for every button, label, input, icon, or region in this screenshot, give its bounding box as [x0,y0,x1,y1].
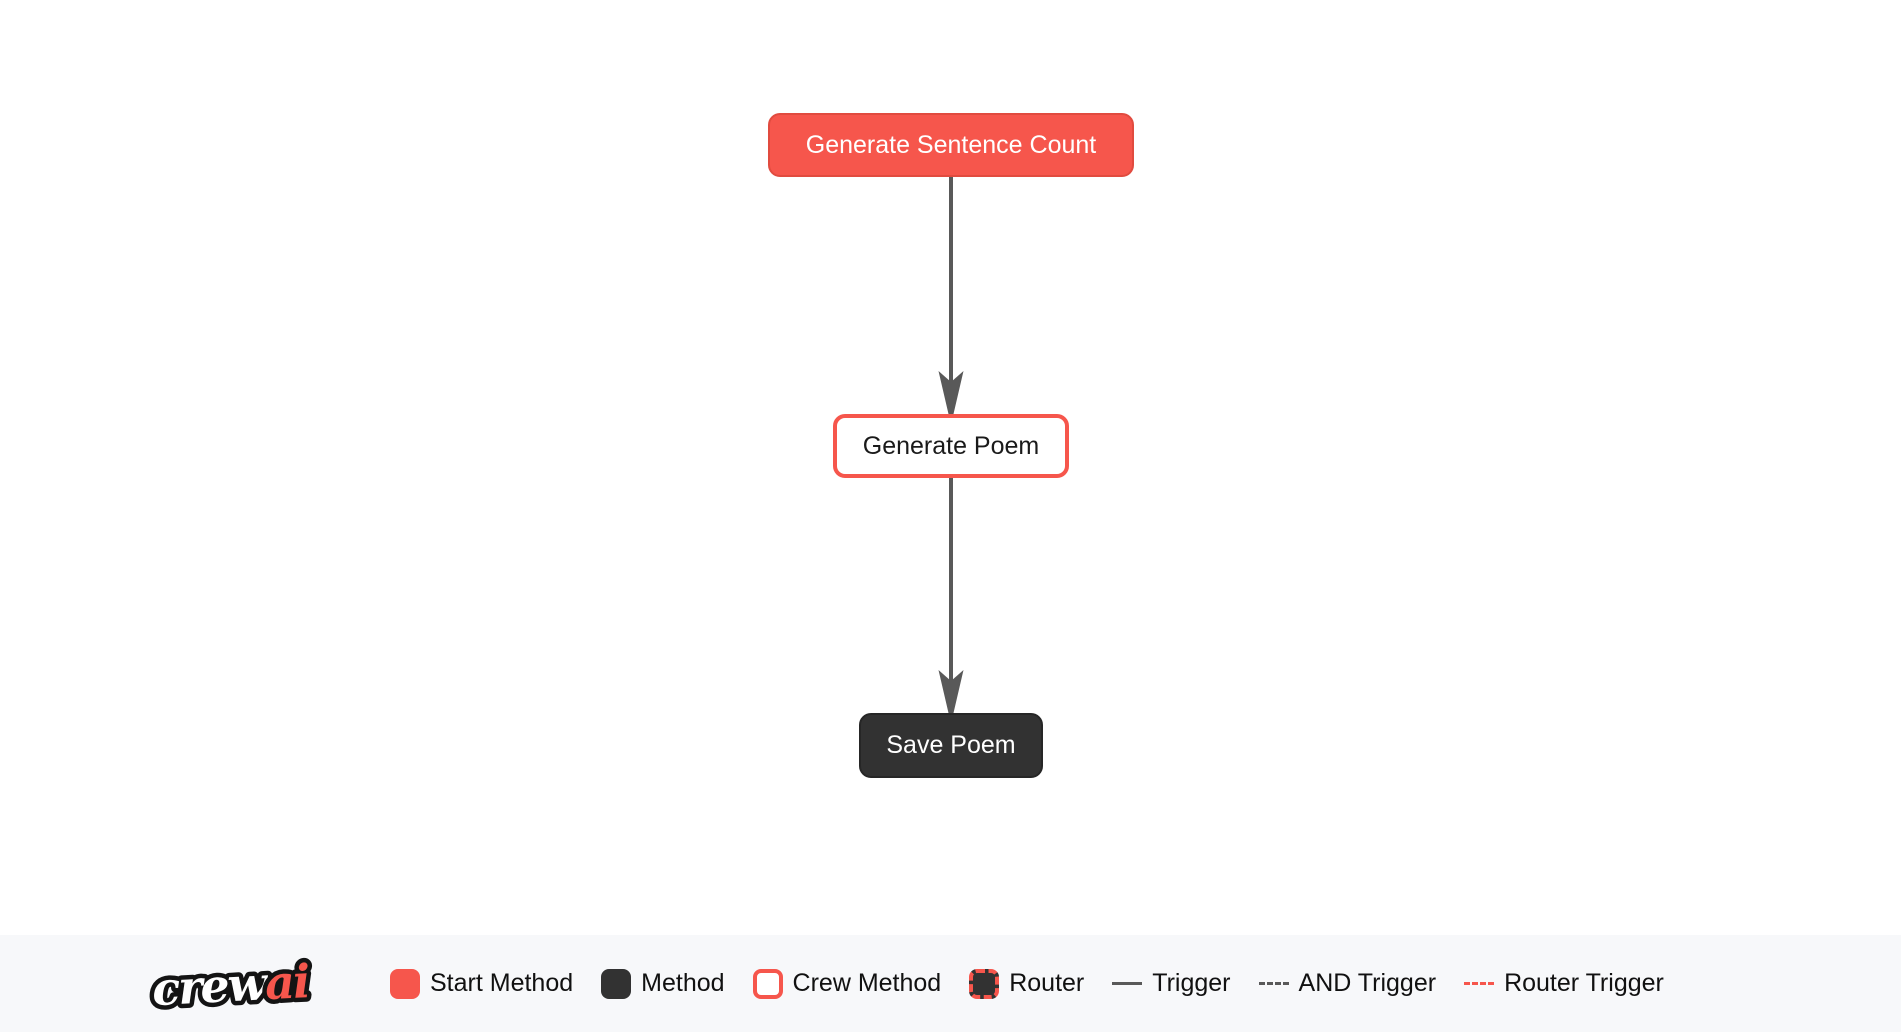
flow-node-generate-sentence-count: Generate Sentence Count [768,113,1134,177]
edge-trigger-1 [938,177,964,414]
legend-label: Trigger [1152,969,1231,997]
legend-label: Method [641,969,725,997]
node-label: Generate Sentence Count [805,130,1097,159]
node-label: Save Poem [886,731,1016,759]
legend-item-and-trigger: AND Trigger [1258,969,1437,998]
legend-item-method: Method [601,968,725,999]
crew-method-swatch-icon [752,968,783,999]
trigger-line-icon [1112,982,1143,985]
logo-text-ai: ai [264,954,311,1010]
arrowhead-down-icon [938,371,964,414]
edge-trigger-2 [938,478,964,713]
start-method-swatch-icon [390,968,420,999]
flow-edges [938,177,964,713]
legend-label: Crew Method [792,969,942,997]
logo-text-crew: crew [151,956,270,1016]
legend-item-start-method: Start Method [390,968,574,999]
legend-label: Router Trigger [1504,969,1664,997]
method-swatch-icon [601,968,632,999]
legend-item-router: Router [969,968,1085,999]
legend-label: AND Trigger [1298,969,1437,997]
crewai-logo: crewai [148,949,315,1019]
legend-item-crew-method: Crew Method [752,968,942,999]
flow-canvas: Generate Sentence Count Generate Poem Sa… [768,113,1134,778]
arrowhead-down-icon [938,670,964,713]
flow-node-save-poem: Save Poem [859,713,1043,778]
router-trigger-line-icon [1464,982,1495,985]
legend-item-trigger: Trigger [1112,969,1231,998]
legend-item-router-trigger: Router Trigger [1464,969,1664,998]
node-label: Generate Poem [862,431,1040,460]
and-trigger-line-icon [1258,982,1289,985]
legend-bar: crewai Start Method Method Crew Method R… [0,935,1901,1032]
router-swatch-icon [969,968,1000,999]
legend-label: Start Method [430,969,574,997]
legend-label: Router [1009,969,1085,997]
flow-node-generate-poem: Generate Poem [833,414,1069,478]
svg-text:crewai: crewai [151,954,311,1016]
